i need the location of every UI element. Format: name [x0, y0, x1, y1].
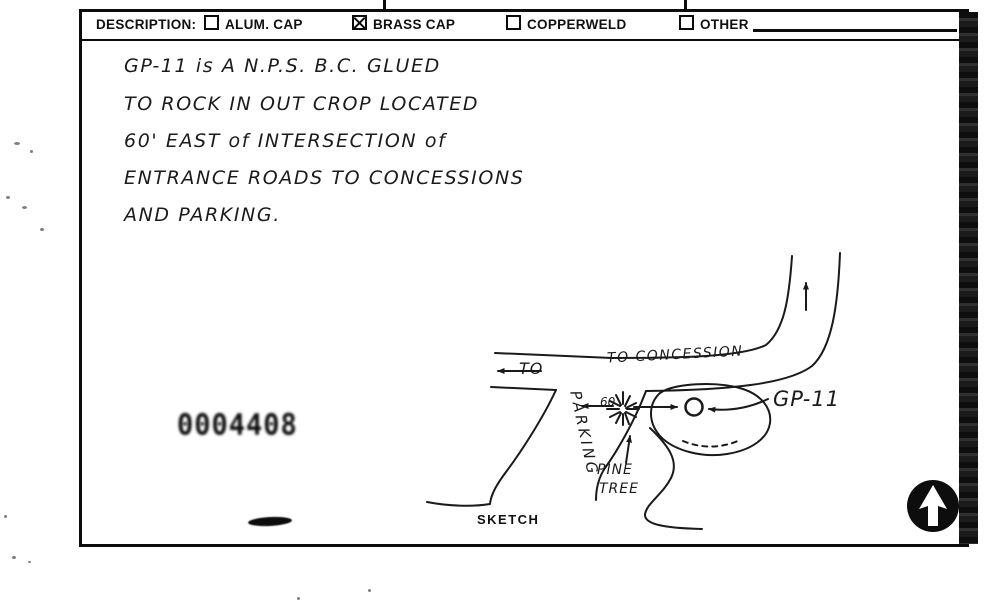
other-checkbox [679, 15, 694, 30]
road-lower-edge-west [490, 386, 557, 391]
north-arrow-icon [907, 480, 959, 532]
other-fill-in-line [753, 29, 957, 32]
scan-speck [22, 206, 27, 209]
other-checkbox-label: OTHER [700, 17, 749, 32]
scan-speck [4, 515, 7, 518]
description-line: GP-11 is A N.P.S. B.C. GLUED [124, 55, 441, 77]
copperweld-checkbox-label: COPPERWELD [527, 17, 627, 32]
description-line: AND PARKING. [124, 204, 281, 226]
scan-speck [14, 142, 20, 145]
description-line: TO ROCK IN OUT CROP LOCATED [124, 93, 480, 115]
scan-speck [40, 228, 44, 231]
arrow-pine-to-burst [625, 435, 633, 464]
arrow-gp11-to-monument [708, 398, 769, 413]
road-lower-edge [645, 252, 841, 392]
rock-outcrop-dashed-line [682, 439, 741, 448]
scan-speck [30, 150, 33, 153]
cropped-table-divider [684, 0, 687, 10]
cropped-table-divider [383, 0, 386, 10]
pine-tree-label-line1: PINE [597, 462, 633, 478]
stamp-artifact: 0004408 [177, 408, 298, 443]
scan-speck [12, 556, 16, 559]
pine-area-curve [644, 427, 703, 530]
scan-edge-strip [959, 12, 978, 544]
alum-cap-checkbox-label: ALUM. CAP [225, 17, 303, 32]
parking-road-left-edge [426, 389, 557, 507]
header-row-divider [82, 39, 959, 41]
description-label: DESCRIPTION: [96, 17, 197, 32]
to-label: TO [519, 359, 544, 378]
sketch-caption: SKETCH [477, 512, 540, 527]
monument-circle [684, 397, 704, 417]
form-border [79, 9, 969, 547]
brass-cap-checkbox [352, 15, 367, 30]
description-line: 60' EAST of INTERSECTION of [124, 130, 447, 152]
starburst-mark [606, 391, 640, 426]
description-line: ENTRANCE ROADS TO CONCESSIONS [124, 167, 525, 189]
brass-cap-checkbox-label: BRASS CAP [373, 17, 456, 32]
scan-speck [297, 597, 300, 600]
rock-outcrop-outline [650, 383, 772, 457]
scan-speck [28, 561, 31, 563]
distance-60-label: 60 [600, 395, 616, 409]
scan-speck [6, 196, 10, 199]
alum-cap-checkbox [204, 15, 219, 30]
scan-speck [368, 589, 371, 592]
copperweld-checkbox [506, 15, 521, 30]
parking-road-right-edge [595, 390, 647, 501]
gp11-label: GP-11 [773, 387, 841, 411]
road-upper-edge [494, 255, 793, 359]
pine-tree-label-line2: TREE [599, 481, 639, 497]
